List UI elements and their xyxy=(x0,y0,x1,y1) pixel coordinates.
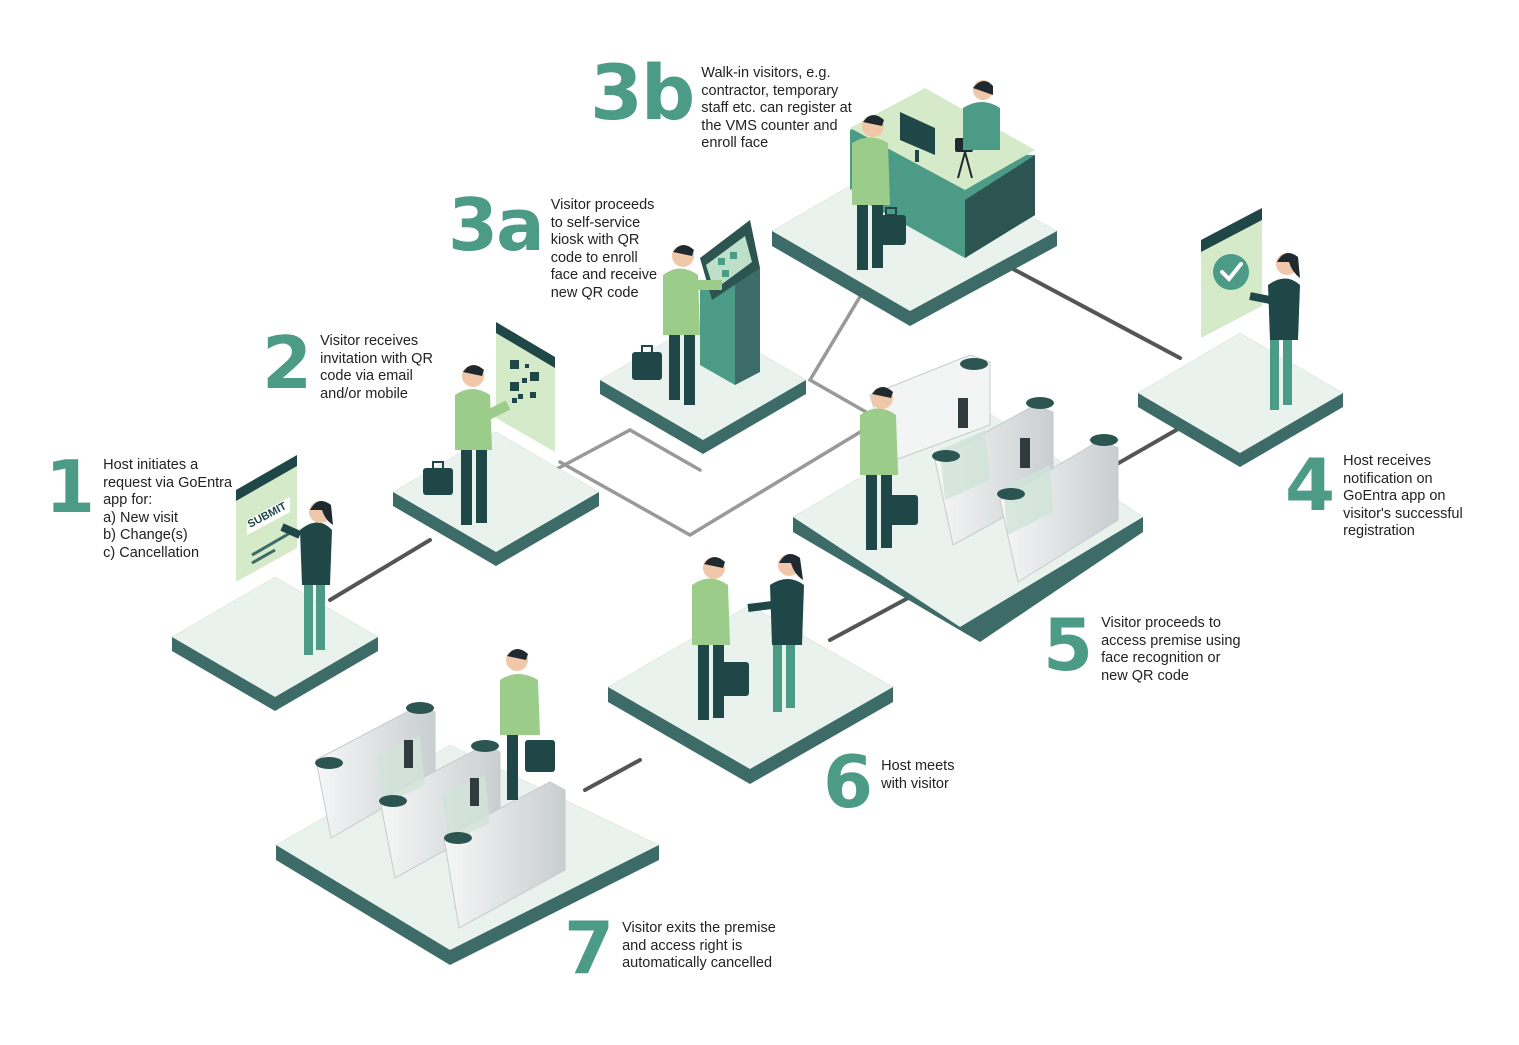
step-description: Host meets with visitor xyxy=(881,758,955,792)
visitor-man-step-5 xyxy=(860,386,918,550)
step-number: 3a xyxy=(448,183,545,267)
computer-monitor-icon xyxy=(900,112,935,162)
step-description: Visitor receives invitation with QR code… xyxy=(320,333,433,402)
step-5: 5 Visitor proceeds to access premise usi… xyxy=(1043,609,1241,685)
visitor-man-step-3a xyxy=(632,244,722,405)
visitor-man-step-2 xyxy=(423,364,511,525)
step-3b: 3b Walk-in visitors, e.g. contractor, te… xyxy=(590,55,852,153)
qr-code-panel xyxy=(496,322,555,452)
vms-counter xyxy=(850,88,1035,258)
step-number: 7 xyxy=(564,906,614,990)
host-woman-step-4 xyxy=(1249,253,1300,410)
step-description: Visitor exits the premise and access rig… xyxy=(622,920,776,972)
step-number: 4 xyxy=(1285,443,1335,527)
briefcase-icon xyxy=(423,461,453,495)
visitor-man-step-6 xyxy=(692,556,749,720)
staff-woman-step-3b xyxy=(963,80,1000,150)
exit-gates xyxy=(315,702,566,929)
visitor-man-step-7 xyxy=(500,648,555,800)
step-description: Host initiates a request via GoEntra app… xyxy=(103,457,233,561)
step-number: 1 xyxy=(45,445,95,529)
submit-form-panel: SUBMIT xyxy=(236,455,297,582)
step-description: Host receives notification on GoEntra ap… xyxy=(1343,453,1463,540)
host-woman-step-6 xyxy=(747,554,804,712)
step-description: Visitor proceeds to access premise using… xyxy=(1101,615,1241,684)
platform-step-6 xyxy=(608,605,893,784)
platform-step-1 xyxy=(172,577,378,711)
step-number: 6 xyxy=(823,740,873,824)
step-number: 2 xyxy=(262,321,312,405)
turnstile-gate-icon xyxy=(869,354,1119,583)
visitor-man-step-3b xyxy=(852,114,906,270)
checkmark-icon xyxy=(1213,254,1249,290)
qr-code-icon xyxy=(510,360,539,403)
step-description: Walk-in visitors, e.g. contractor, tempo… xyxy=(701,65,852,152)
step-6: 6 Host meets with visitor xyxy=(823,746,954,818)
step-number: 3b xyxy=(590,48,695,137)
host-woman-step-1 xyxy=(280,501,333,655)
step-number: 5 xyxy=(1043,603,1093,687)
step-1: 1 Host initiates a request via GoEntra a… xyxy=(45,451,232,563)
step-description: Visitor proceeds to self-service kiosk w… xyxy=(550,197,658,301)
kiosk-icon xyxy=(700,220,760,385)
platform-step-2 xyxy=(393,432,599,566)
step-2: 2 Visitor receives invitation with QR co… xyxy=(262,327,433,403)
step-4: 4 Host receives notification on GoEntra … xyxy=(1285,449,1463,541)
notification-panel xyxy=(1201,208,1262,338)
step-7: 7 Visitor exits the premise and access r… xyxy=(564,912,776,984)
step-3a: 3a Visitor proceeds to self-service kios… xyxy=(448,189,657,303)
